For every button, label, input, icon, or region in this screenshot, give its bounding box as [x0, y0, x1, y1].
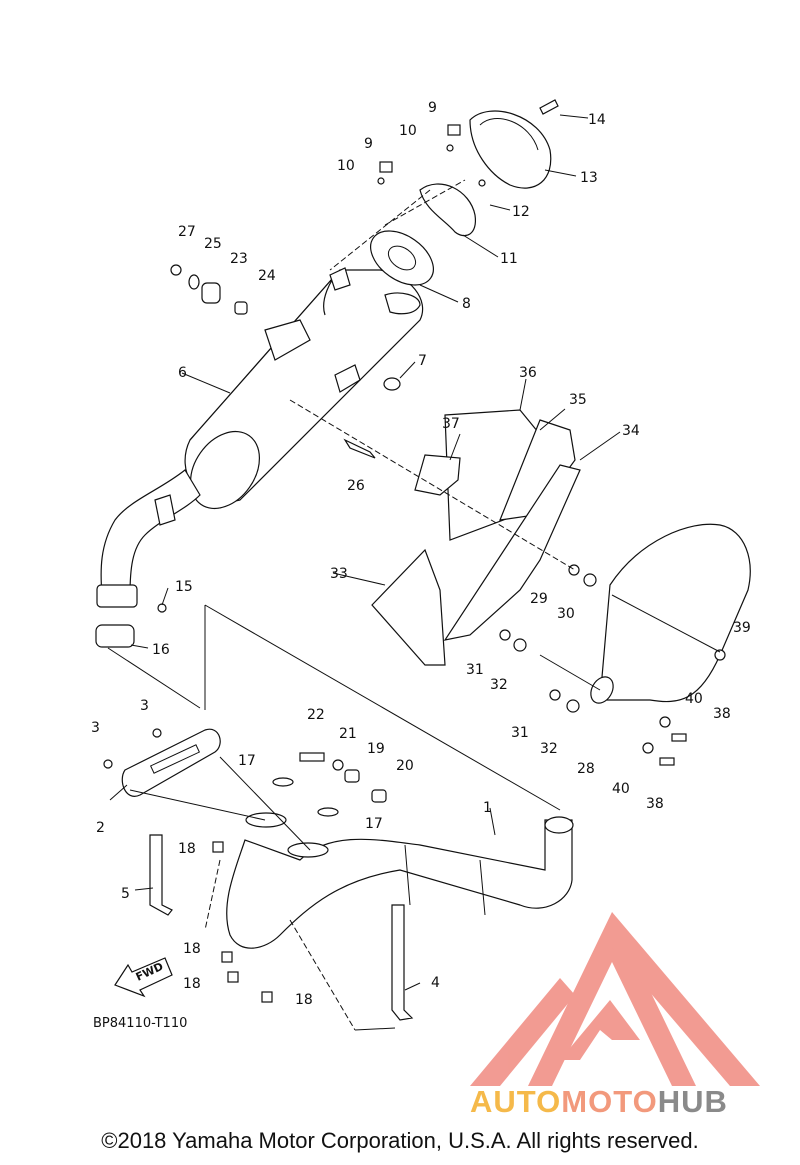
callout-6: 6: [178, 365, 187, 381]
callout-9: 9: [428, 100, 437, 116]
callout-32: 32: [540, 741, 558, 757]
callout-28: 28: [577, 761, 595, 777]
muffler-body: [184, 267, 424, 510]
callout-16: 16: [152, 642, 170, 658]
callout-40: 40: [612, 781, 630, 797]
callout-1: 1: [483, 800, 492, 816]
callout-17: 17: [238, 753, 256, 769]
callout-33: 33: [330, 566, 348, 582]
watermark-text: AUTOMOTOHUB: [470, 1084, 728, 1119]
callout-3: 3: [91, 720, 100, 736]
callout-18: 18: [178, 841, 196, 857]
callout-12: 12: [512, 204, 530, 220]
callout-31: 31: [511, 725, 529, 741]
exhaust-flange: [121, 728, 221, 797]
leader-lines: [107, 114, 721, 1031]
callout-22: 22: [307, 707, 325, 723]
callout-18: 18: [183, 976, 201, 992]
callout-31: 31: [466, 662, 484, 678]
callout-15: 15: [175, 579, 193, 595]
callout-13: 13: [580, 170, 598, 186]
callout-37: 37: [442, 416, 460, 432]
automotohub-logo-icon: [470, 912, 760, 1086]
callout-38: 38: [646, 796, 664, 812]
callout-5: 5: [121, 886, 130, 902]
callout-25: 25: [204, 236, 222, 252]
muffler-end-cap-assembly: [370, 99, 559, 286]
heat-shields: [371, 409, 751, 703]
callout-21: 21: [339, 726, 357, 742]
muffler-mount-hardware: [170, 264, 401, 459]
callout-4: 4: [431, 975, 440, 991]
copyright-text: ©2018 Yamaha Motor Corporation, U.S.A. A…: [101, 1128, 698, 1153]
callout-35: 35: [569, 392, 587, 408]
callout-10: 10: [399, 123, 417, 139]
callout-17: 17: [365, 816, 383, 832]
callout-9: 9: [364, 136, 373, 152]
fwd-arrow-icon: FWD: [114, 957, 173, 998]
callout-11: 11: [500, 251, 518, 267]
callout-30: 30: [557, 606, 575, 622]
callout-29: 29: [530, 591, 548, 607]
callout-27: 27: [178, 224, 196, 240]
callout-23: 23: [230, 251, 248, 267]
callout-40: 40: [685, 691, 703, 707]
callout-20: 20: [396, 758, 414, 774]
header-hardware: [95, 603, 414, 1021]
callout-19: 19: [367, 741, 385, 757]
callout-24: 24: [258, 268, 276, 284]
callout-10: 10: [337, 158, 355, 174]
exhaust-header-pipe: [226, 812, 574, 949]
callout-18: 18: [183, 941, 201, 957]
diagram-code: BP84110-T110: [93, 1016, 187, 1031]
muffler-inlet-pipe: [96, 469, 201, 608]
callout-14: 14: [588, 112, 606, 128]
callout-numbers: 1 2 3 3 4 5 6 7 8 9 9 10 10 11 12 13 14 …: [91, 100, 751, 1008]
callout-34: 34: [622, 423, 640, 439]
callout-8: 8: [462, 296, 471, 312]
callout-26: 26: [347, 478, 365, 494]
callout-36: 36: [519, 365, 537, 381]
callout-7: 7: [418, 353, 427, 369]
callout-39: 39: [733, 620, 751, 636]
callout-32: 32: [490, 677, 508, 693]
callout-38: 38: [713, 706, 731, 722]
callout-2: 2: [96, 820, 105, 836]
heat-shield-hardware: [499, 564, 726, 766]
callout-18: 18: [295, 992, 313, 1008]
callout-3: 3: [140, 698, 149, 714]
